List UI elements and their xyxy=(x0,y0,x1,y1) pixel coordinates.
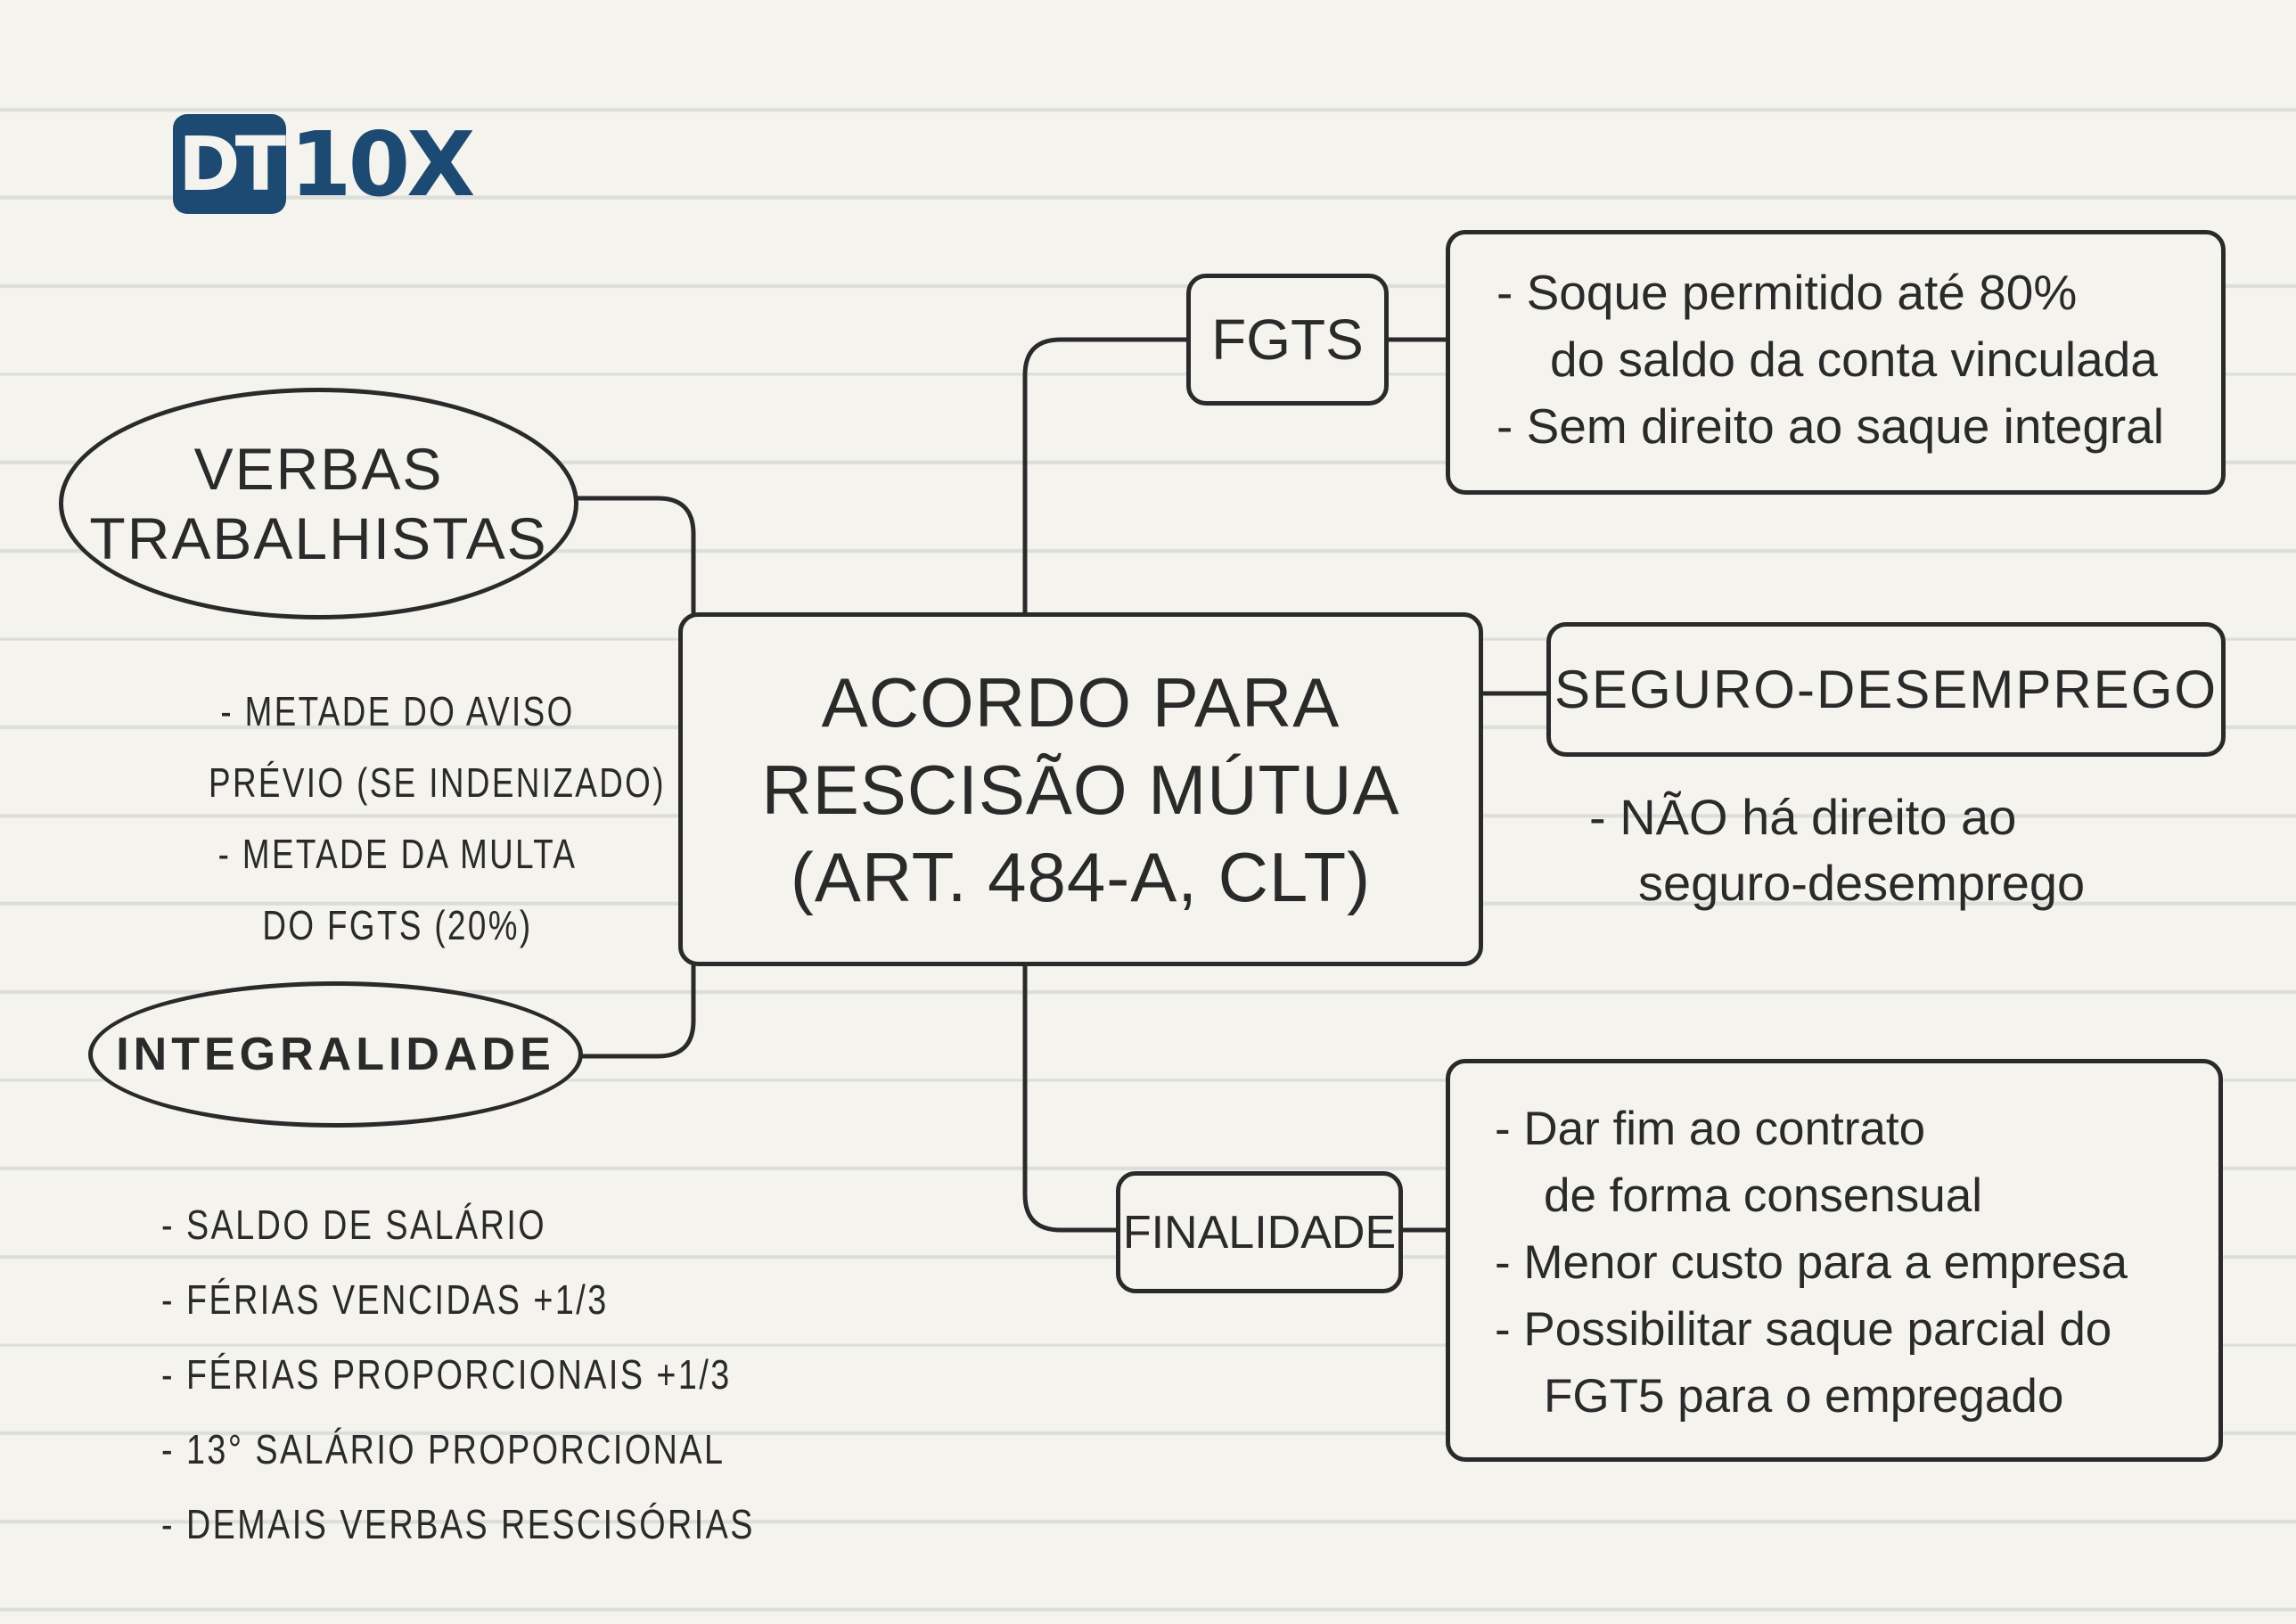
fgts-detail-line: do saldo da conta vinculada xyxy=(1550,332,2158,387)
fgts-detail-line: - Soque permitido até 80% xyxy=(1496,265,2078,320)
verbas-title-line: VERBAS xyxy=(193,436,444,502)
verbas-note-line: - METADE DO AVISO xyxy=(220,688,575,734)
verbas-note-line: DO FGTS (20%) xyxy=(262,902,533,948)
integralidade-items: - SALDO DE SALÁRIO - FÉRIAS VENCIDAS +1/… xyxy=(161,1187,755,1562)
central-topic-line: (ART. 484-A, CLT) xyxy=(790,837,1372,916)
verbas-notes: - METADE DO AVISO PRÉVIO (SE INDENIZADO)… xyxy=(161,676,666,961)
fgts-detail-line: - Sem direito ao saque integral xyxy=(1496,398,2165,454)
finalidade-node: FINALIDADE xyxy=(1116,1171,1403,1293)
seguro-title: SEGURO-DESEMPREGO xyxy=(1554,660,2218,719)
logo-mark: DT xyxy=(173,114,286,214)
finalidade-detail-line: - Possibilitar saque parcial do xyxy=(1495,1303,2112,1356)
integralidade-item: - SALDO DE SALÁRIO xyxy=(161,1202,547,1248)
seguro-note-line: seguro-desemprego xyxy=(1638,855,2086,911)
logo-text: 10X xyxy=(290,111,475,217)
finalidade-detail-line: - Dar fim ao contrato xyxy=(1495,1103,1926,1155)
seguro-desemprego-node: SEGURO-DESEMPREGO xyxy=(1546,622,2226,757)
integralidade-item: - DEMAIS VERBAS RESCISÓRIAS xyxy=(161,1501,755,1547)
connector-integralidade-center xyxy=(580,964,696,1059)
connector-verbas-center xyxy=(576,496,696,615)
finalidade-detail-box: - Dar fim ao contrato de forma consensua… xyxy=(1446,1059,2223,1462)
connector-center-finalidade xyxy=(1022,964,1119,1233)
central-topic-line: ACORDO PARA xyxy=(821,662,1341,742)
finalidade-detail-line: - Menor custo para a empresa xyxy=(1495,1236,2128,1289)
fgts-node: FGTS xyxy=(1186,274,1389,406)
fgts-title: FGTS xyxy=(1211,308,1364,372)
integralidade-item: - FÉRIAS PROPORCIONAIS +1/3 xyxy=(161,1351,732,1398)
integralidade-item: - 13° SALÁRIO PROPORCIONAL xyxy=(161,1426,726,1472)
central-topic-node: ACORDO PARA RESCISÃO MÚTUA (ART. 484-A, … xyxy=(678,612,1483,966)
dt10x-logo: DT 10X xyxy=(173,111,475,217)
finalidade-title: FINALIDADE xyxy=(1122,1206,1397,1259)
integralidade-item: - FÉRIAS VENCIDAS +1/3 xyxy=(161,1276,609,1323)
verbas-note-line: - METADE DA MULTA xyxy=(217,831,578,877)
verbas-note-line: PRÉVIO (SE INDENIZADO) xyxy=(209,759,666,806)
finalidade-detail-line: de forma consensual xyxy=(1544,1169,1983,1222)
finalidade-detail-line: FGT5 para o empregado xyxy=(1544,1370,2064,1423)
verbas-trabalhistas-node: VERBAS TRABALHISTAS xyxy=(59,388,578,619)
fgts-detail-box: - Soque permitido até 80% do saldo da co… xyxy=(1446,230,2226,495)
integralidade-title: INTEGRALIDADE xyxy=(116,1029,555,1080)
verbas-title-line: TRABALHISTAS xyxy=(89,505,548,571)
seguro-notes: - NÃO há direito ao seguro-desemprego xyxy=(1589,784,2085,916)
integralidade-node: INTEGRALIDADE xyxy=(88,981,583,1128)
connector-center-fgts xyxy=(1022,337,1189,615)
seguro-note-line: - NÃO há direito ao xyxy=(1589,789,2017,845)
central-topic-line: RESCISÃO MÚTUA xyxy=(761,750,1400,829)
